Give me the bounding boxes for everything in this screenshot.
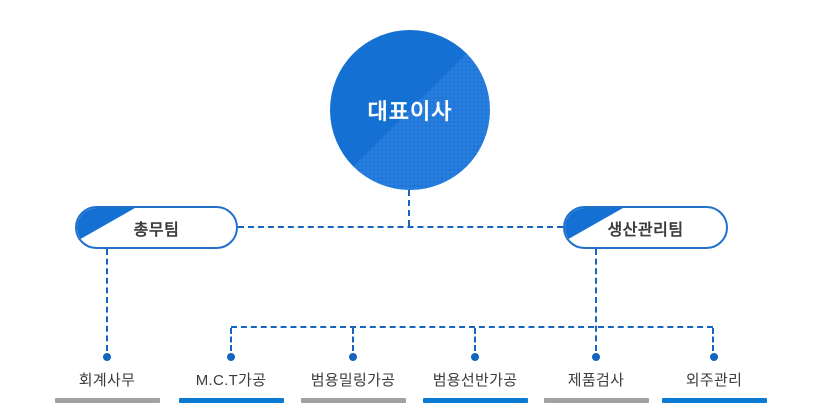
- leaf-label: M.C.T가공: [195, 372, 267, 389]
- leaf-item: 외주관리: [649, 353, 779, 403]
- connector-team-left-vertical: [106, 249, 108, 351]
- connector-dot: [471, 353, 479, 361]
- connector-dot: [710, 353, 718, 361]
- leaf-label: 제품검사: [567, 372, 625, 389]
- connector-leaves-horizontal: [231, 326, 713, 328]
- leaf-item: 제품검사: [531, 353, 661, 403]
- leaf-item: 범용밀링가공: [288, 353, 418, 403]
- leaf-underline: [300, 398, 406, 403]
- leaf-item: M.C.T가공: [166, 353, 296, 403]
- connector-dot: [227, 353, 235, 361]
- leaf-label: 외주관리: [685, 372, 743, 389]
- leaf-label: 회계사무: [78, 372, 136, 389]
- connector-teams-horizontal: [238, 226, 563, 228]
- connector-team-right-vertical: [595, 249, 597, 351]
- connector-leaf-stub: [474, 328, 476, 351]
- ceo-node: 대표이사: [330, 30, 490, 190]
- connector-root-vertical: [408, 190, 410, 226]
- leaf-underline: [54, 398, 160, 403]
- leaf-underline: [178, 398, 284, 403]
- leaf-label: 범용선반가공: [432, 372, 518, 389]
- leaf-label: 범용밀링가공: [310, 372, 396, 389]
- leaf-item: 회계사무: [42, 353, 172, 403]
- team-node-general-affairs: 총무팀: [75, 206, 238, 249]
- leaf-underline: [661, 398, 767, 403]
- connector-leaf-stub: [352, 328, 354, 351]
- connector-dot: [103, 353, 111, 361]
- leaf-underline: [422, 398, 528, 403]
- connector-leaf-stub: [230, 328, 232, 351]
- connector-dot: [349, 353, 357, 361]
- connector-dot: [592, 353, 600, 361]
- team-label: 생산관리팀: [607, 221, 684, 239]
- leaf-underline: [543, 398, 649, 403]
- ceo-label: 대표이사: [367, 99, 453, 124]
- team-label: 총무팀: [133, 221, 180, 239]
- leaf-item: 범용선반가공: [410, 353, 540, 403]
- connector-leaf-stub: [712, 328, 714, 351]
- team-node-production-management: 생산관리팀: [563, 206, 728, 249]
